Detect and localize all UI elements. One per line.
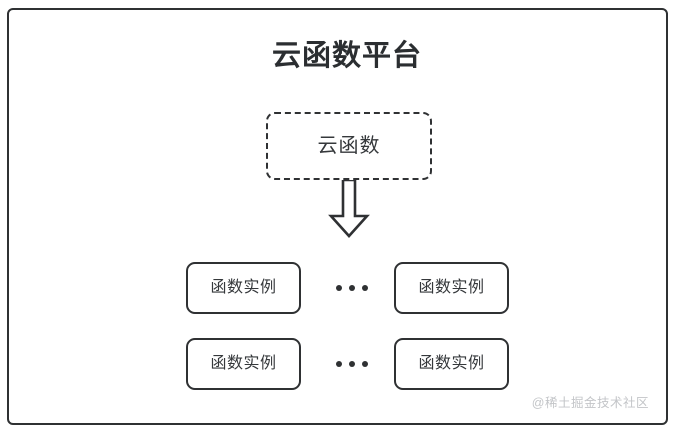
ellipsis-dot — [362, 361, 368, 367]
page-title: 云函数平台 — [271, 40, 422, 72]
function-instance-box: 函数实例 — [186, 338, 301, 390]
ellipsis-dot — [349, 285, 355, 291]
ellipsis-dot — [362, 285, 368, 291]
ellipsis-dot — [336, 285, 342, 291]
function-instance-label: 函数实例 — [418, 355, 485, 372]
down-block-arrow-icon — [327, 180, 371, 238]
ellipsis-dot — [336, 361, 342, 367]
ellipsis-separator — [325, 338, 379, 390]
cloud-function-label: 云函数 — [317, 135, 381, 157]
watermark: @稀土掘金技术社区 — [531, 396, 649, 410]
function-instance-label: 函数实例 — [210, 355, 277, 372]
cloud-function-node: 云函数 — [266, 112, 432, 180]
function-instance-label: 函数实例 — [418, 279, 485, 296]
function-instance-box: 函数实例 — [394, 338, 509, 390]
function-instance-row-1: 函数实例 函数实例 — [9, 262, 676, 314]
function-instance-box: 函数实例 — [394, 262, 509, 314]
ellipsis-separator — [325, 262, 379, 314]
ellipsis-dot — [349, 361, 355, 367]
function-instance-label: 函数实例 — [210, 279, 277, 296]
function-instance-box: 函数实例 — [186, 262, 301, 314]
function-instance-row-2: 函数实例 函数实例 — [9, 338, 676, 390]
cloud-function-platform-frame: 云函数平台 云函数 函数实例 函数实例 — [7, 8, 668, 425]
